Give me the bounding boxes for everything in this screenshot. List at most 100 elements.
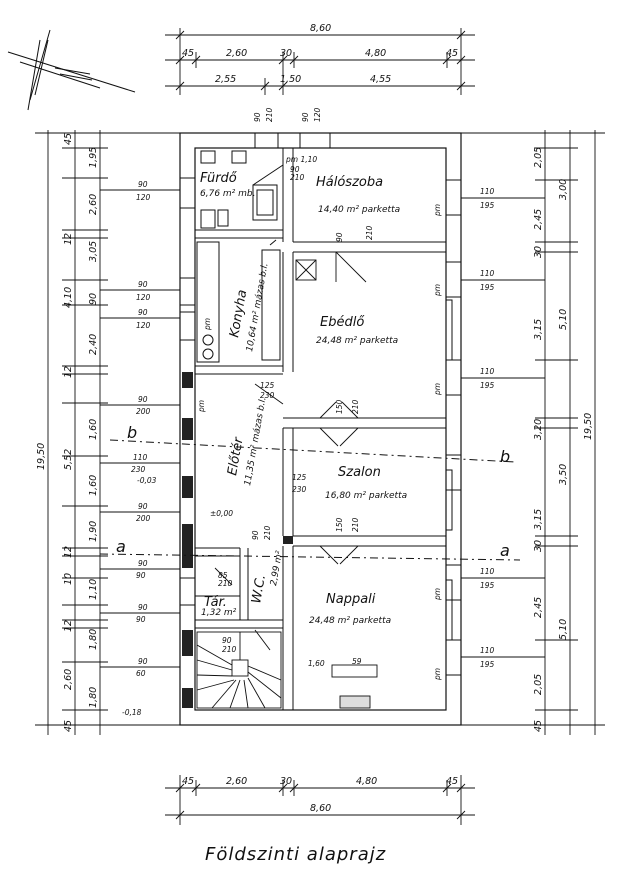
- bottom-dim-4: 4,80: [356, 776, 377, 787]
- svg-text:59: 59: [352, 657, 362, 666]
- svg-text:90: 90: [138, 280, 148, 289]
- top-windows: [254, 133, 331, 148]
- svg-text:2,45: 2,45: [533, 209, 544, 230]
- svg-text:4,10: 4,10: [63, 287, 74, 308]
- svg-text:45: 45: [63, 720, 74, 732]
- svg-text:2,45: 2,45: [533, 597, 544, 618]
- svg-text:90: 90: [138, 559, 148, 568]
- top-dimension-lines: [165, 28, 475, 95]
- svg-text:195: 195: [480, 283, 495, 292]
- svg-text:110: 110: [480, 367, 495, 376]
- top-dim-2: 2,60: [226, 48, 247, 59]
- section-b-right: b: [500, 447, 510, 466]
- svg-text:90: 90: [136, 571, 146, 580]
- room-nappali-area: 24,48 m² parketta: [309, 616, 391, 626]
- top-overall-dim: 8,60: [310, 23, 331, 34]
- svg-text:230: 230: [292, 485, 307, 494]
- svg-text:230: 230: [260, 391, 275, 400]
- svg-text:1,10: 1,10: [88, 579, 99, 600]
- left-overall-dim: 19,50: [36, 443, 47, 470]
- svg-text:12: 12: [63, 233, 74, 245]
- top-dim-7: 1,50: [280, 74, 301, 85]
- top-dim-1: 45: [182, 48, 194, 59]
- svg-text:5,10: 5,10: [558, 619, 569, 640]
- top-dim-8: 4,55: [370, 74, 391, 85]
- room-eloter-name: Előtér: [225, 435, 247, 477]
- top-open-4: 120: [313, 107, 322, 122]
- svg-text:2,05: 2,05: [533, 147, 544, 168]
- svg-text:30: 30: [533, 246, 544, 258]
- svg-text:90: 90: [138, 308, 148, 317]
- svg-text:120: 120: [136, 193, 151, 202]
- svg-text:110: 110: [133, 453, 148, 462]
- svg-text:90: 90: [88, 293, 99, 305]
- svg-text:1,80: 1,80: [88, 687, 99, 708]
- bottom-dim-3: 30: [280, 776, 292, 787]
- room-nappali-name: Nappali: [326, 592, 376, 607]
- top-open-3: 90: [301, 112, 310, 122]
- svg-text:210: 210: [351, 399, 360, 414]
- bathroom-fixtures: [200, 150, 284, 229]
- svg-text:150: 150: [335, 399, 344, 414]
- right-overall-dim: 19,50: [583, 413, 594, 440]
- svg-text:30: 30: [533, 540, 544, 552]
- level-minus-018: -0,18: [122, 708, 142, 717]
- svg-text:1,60: 1,60: [308, 659, 325, 668]
- svg-text:5,10: 5,10: [558, 309, 569, 330]
- room-tar-area: 1,32 m²: [201, 608, 237, 618]
- room-eloter-area: 11,35 m² mázas b.l.: [243, 396, 268, 486]
- left-opening-dims: 90 120 90 120 90 120 90 200 110 230 90 2…: [131, 180, 151, 678]
- svg-text:1,90: 1,90: [88, 521, 99, 542]
- svg-text:230: 230: [131, 465, 146, 474]
- exterior-walls: [179, 132, 462, 726]
- top-dim-3: 30: [280, 48, 292, 59]
- left-dimension-lines: [35, 130, 180, 735]
- top-opening-dims: 90 210 90 120: [253, 107, 322, 122]
- svg-text:2,60: 2,60: [63, 669, 74, 690]
- room-tar-name: Tár.: [204, 595, 227, 610]
- right-windows: [446, 179, 461, 676]
- top-open-1: 90: [253, 112, 262, 122]
- section-b-left: b: [127, 423, 137, 442]
- svg-text:3,15: 3,15: [533, 319, 544, 340]
- svg-text:10: 10: [63, 573, 74, 585]
- svg-text:pm: pm: [433, 284, 442, 297]
- svg-text:125: 125: [260, 381, 275, 390]
- svg-text:pm: pm: [203, 318, 212, 331]
- level-0-00: ±0,00: [210, 509, 233, 518]
- svg-text:pm: pm: [433, 383, 442, 396]
- interior-walls: [195, 148, 446, 710]
- svg-text:3,15: 3,15: [533, 509, 544, 530]
- svg-text:90: 90: [251, 530, 260, 540]
- plan-title: Földszinti alaprajz: [205, 844, 386, 865]
- svg-text:210: 210: [365, 225, 374, 240]
- svg-text:2,40: 2,40: [88, 334, 99, 355]
- svg-text:195: 195: [480, 660, 495, 669]
- room-ebedlo-name: Ebédlő: [320, 315, 365, 330]
- room-konyha-area: 10,64 m² mázas b.l.: [245, 262, 270, 352]
- kitchen-fixtures: [196, 239, 281, 363]
- svg-text:110: 110: [480, 646, 495, 655]
- right-wall-notches: [446, 299, 453, 641]
- room-konyha-name: Konyha: [227, 289, 250, 339]
- svg-text:200: 200: [136, 407, 151, 416]
- svg-text:1,95: 1,95: [88, 147, 99, 168]
- svg-text:120: 120: [136, 321, 151, 330]
- interior-labels: pm 1,10 90 210 90 210 125 230 150 210 12…: [122, 155, 442, 717]
- room-furdo-name: Fürdő: [200, 171, 238, 186]
- section-lines: [99, 439, 521, 561]
- bottom-dim-1: 45: [182, 776, 194, 787]
- wall-piers: [182, 372, 293, 708]
- svg-text:210: 210: [351, 517, 360, 532]
- svg-text:60: 60: [136, 669, 146, 678]
- svg-text:210: 210: [290, 173, 305, 182]
- top-dim-5: 45: [446, 48, 458, 59]
- svg-text:210: 210: [263, 525, 272, 540]
- svg-text:90: 90: [222, 636, 232, 645]
- door-swings: [214, 251, 367, 651]
- svg-text:pm: pm: [433, 588, 442, 601]
- room-ebedlo-area: 24,48 m² parketta: [316, 336, 398, 346]
- svg-text:90: 90: [138, 502, 148, 511]
